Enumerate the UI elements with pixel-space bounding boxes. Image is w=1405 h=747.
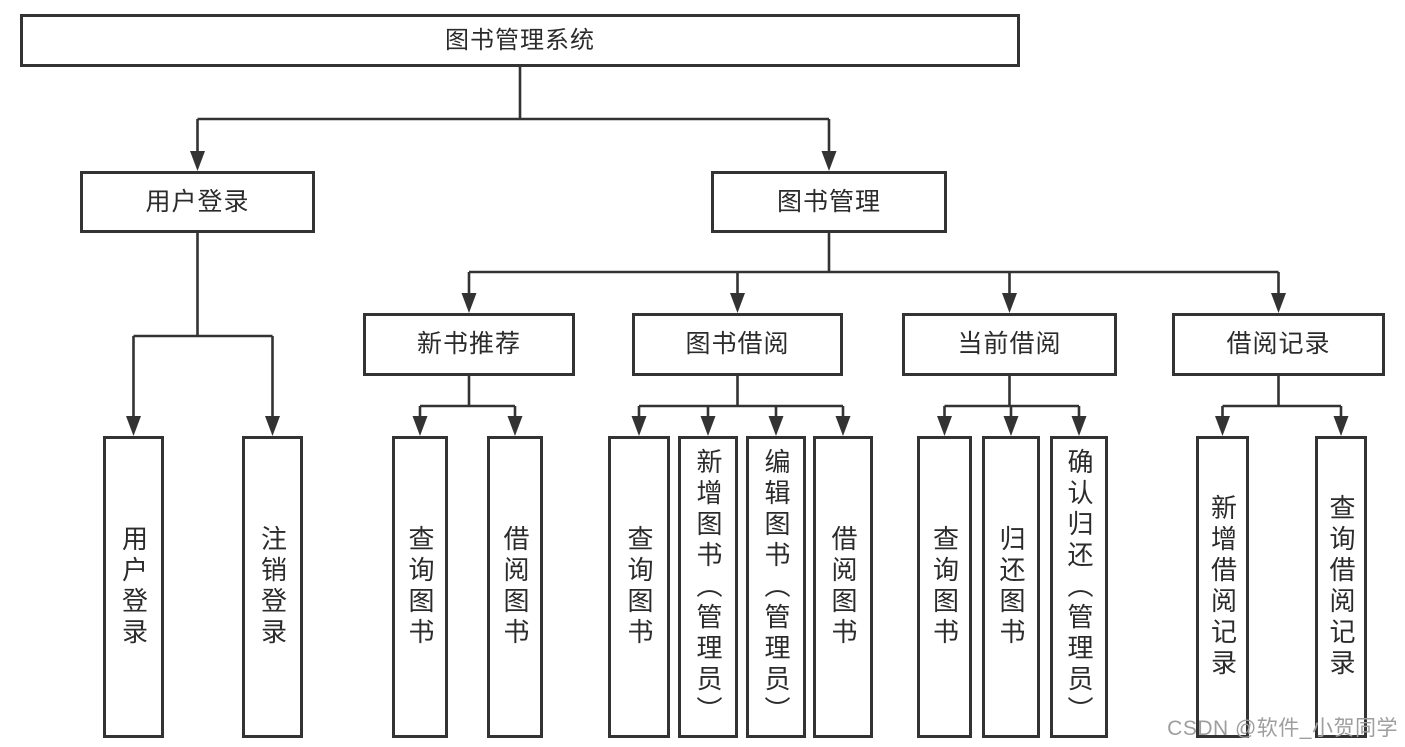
node-logout-action-label: 注销登录 bbox=[257, 525, 288, 649]
node-new-book-recommend-label: 新书推荐 bbox=[416, 330, 521, 358]
node-book-management: 图书管理 bbox=[711, 171, 947, 233]
node-query-books-recommend-label: 查询图书 bbox=[405, 525, 435, 649]
node-query-books-recommend: 查询图书 bbox=[392, 436, 448, 738]
node-confirm-return-admin-label: 确认归还（管理员） bbox=[1064, 447, 1094, 727]
node-borrow-record-label: 借阅记录 bbox=[1226, 330, 1331, 358]
node-add-borrow-record: 新增借阅记录 bbox=[1196, 436, 1249, 738]
node-root-system: 图书管理系统 bbox=[20, 14, 1020, 67]
node-user-login-action-label: 用户登录 bbox=[118, 525, 149, 649]
node-edit-books-admin: 编辑图书（管理员） bbox=[746, 436, 806, 738]
node-logout-action: 注销登录 bbox=[242, 436, 303, 738]
node-borrow-books-label: 借阅图书 bbox=[828, 525, 858, 649]
node-confirm-return-admin: 确认归还（管理员） bbox=[1050, 436, 1108, 738]
node-query-borrow-record-label: 查询借阅记录 bbox=[1326, 494, 1356, 680]
node-borrow-books-recommend-label: 借阅图书 bbox=[500, 525, 530, 649]
node-edit-books-admin-label: 编辑图书（管理员） bbox=[761, 447, 791, 727]
node-add-books-admin: 新增图书（管理员） bbox=[678, 436, 738, 738]
node-book-management-label: 图书管理 bbox=[776, 187, 881, 216]
node-book-borrow: 图书借阅 bbox=[632, 313, 843, 376]
node-query-books-current-label: 查询图书 bbox=[929, 525, 960, 649]
node-borrow-books: 借阅图书 bbox=[813, 436, 873, 738]
node-root-label: 图书管理系统 bbox=[445, 26, 595, 54]
node-user-login-label: 用户登录 bbox=[145, 187, 250, 216]
node-user-login: 用户登录 bbox=[80, 171, 315, 233]
node-borrow-record: 借阅记录 bbox=[1172, 313, 1385, 376]
node-add-books-admin-label: 新增图书（管理员） bbox=[693, 447, 723, 727]
node-query-books-current: 查询图书 bbox=[917, 436, 972, 738]
node-book-borrow-label: 图书借阅 bbox=[685, 330, 790, 358]
node-query-borrow-record: 查询借阅记录 bbox=[1315, 436, 1367, 738]
node-return-books: 归还图书 bbox=[982, 436, 1040, 738]
node-query-books-borrow: 查询图书 bbox=[608, 436, 670, 738]
node-query-books-borrow-label: 查询图书 bbox=[624, 525, 654, 649]
node-return-books-label: 归还图书 bbox=[996, 525, 1026, 649]
node-borrow-books-recommend: 借阅图书 bbox=[487, 436, 543, 738]
node-new-book-recommend: 新书推荐 bbox=[363, 313, 575, 376]
node-current-borrow: 当前借阅 bbox=[902, 313, 1117, 376]
node-current-borrow-label: 当前借阅 bbox=[957, 330, 1062, 358]
csdn-watermark: CSDN @软件_小贺同学 bbox=[1167, 717, 1398, 740]
node-add-borrow-record-label: 新增借阅记录 bbox=[1207, 494, 1238, 680]
node-user-login-action: 用户登录 bbox=[103, 436, 164, 738]
